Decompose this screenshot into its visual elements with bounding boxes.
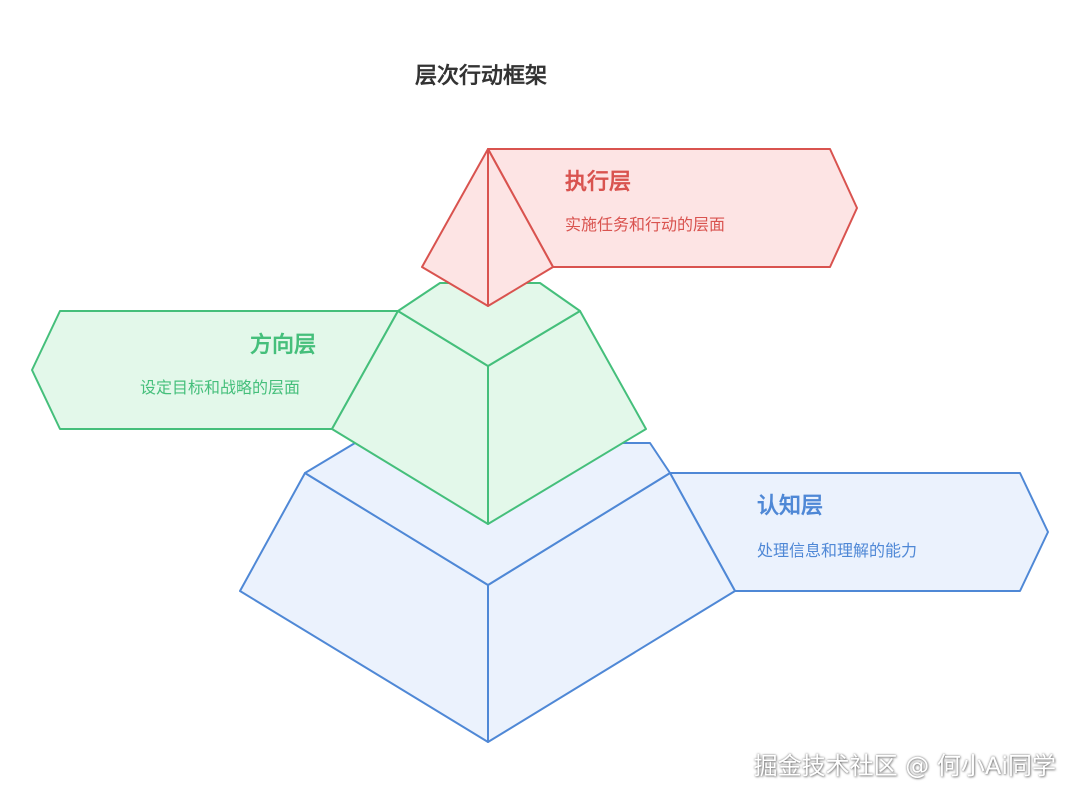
direction-layer-title: 方向层 — [250, 333, 317, 358]
direction-layer — [31, 282, 647, 525]
execution-pyramid-right-face — [487, 148, 554, 307]
direction-label-banner — [31, 310, 399, 430]
cognition-layer-description: 处理信息和理解的能力 — [757, 541, 918, 560]
execution-layer — [421, 148, 858, 307]
execution-layer-title: 执行层 — [565, 170, 632, 195]
direction-layer-description: 设定目标和战略的层面 — [140, 378, 301, 397]
diagram-title: 层次行动框架 — [415, 64, 548, 89]
cognition-layer — [239, 442, 1049, 743]
watermark: 掘金技术社区 @ 何小Ai同学 — [753, 752, 1056, 780]
execution-pyramid-left-face — [421, 148, 489, 307]
direction-pyramid-top — [397, 282, 581, 367]
cognition-layer-title: 认知层 — [757, 494, 824, 519]
cognition-label-banner — [669, 472, 1049, 592]
execution-layer-description: 实施任务和行动的层面 — [565, 215, 726, 234]
